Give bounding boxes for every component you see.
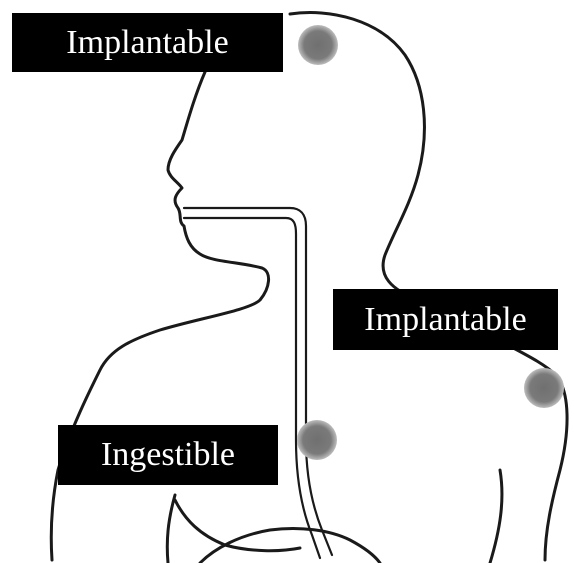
implantable-head-label-text: Implantable bbox=[66, 26, 228, 60]
device-dot-gut bbox=[297, 420, 337, 460]
esophagus-outer bbox=[184, 208, 332, 555]
ingestible-label-text: Ingestible bbox=[101, 438, 235, 472]
device-dot-head bbox=[298, 25, 338, 65]
ingestible-label: Ingestible bbox=[58, 425, 278, 485]
esophagus-inner bbox=[184, 218, 320, 558]
right-torso-line bbox=[490, 470, 502, 563]
head-top-outline bbox=[290, 13, 567, 560]
implantable-head-label: Implantable bbox=[12, 13, 283, 72]
chest-line bbox=[175, 500, 300, 551]
implantable-shoulder-label-text: Implantable bbox=[364, 303, 526, 337]
device-dot-shoulder bbox=[524, 368, 564, 408]
implantable-shoulder-label: Implantable bbox=[333, 289, 558, 350]
left-torso-line bbox=[167, 495, 175, 563]
head-outline bbox=[51, 72, 268, 560]
